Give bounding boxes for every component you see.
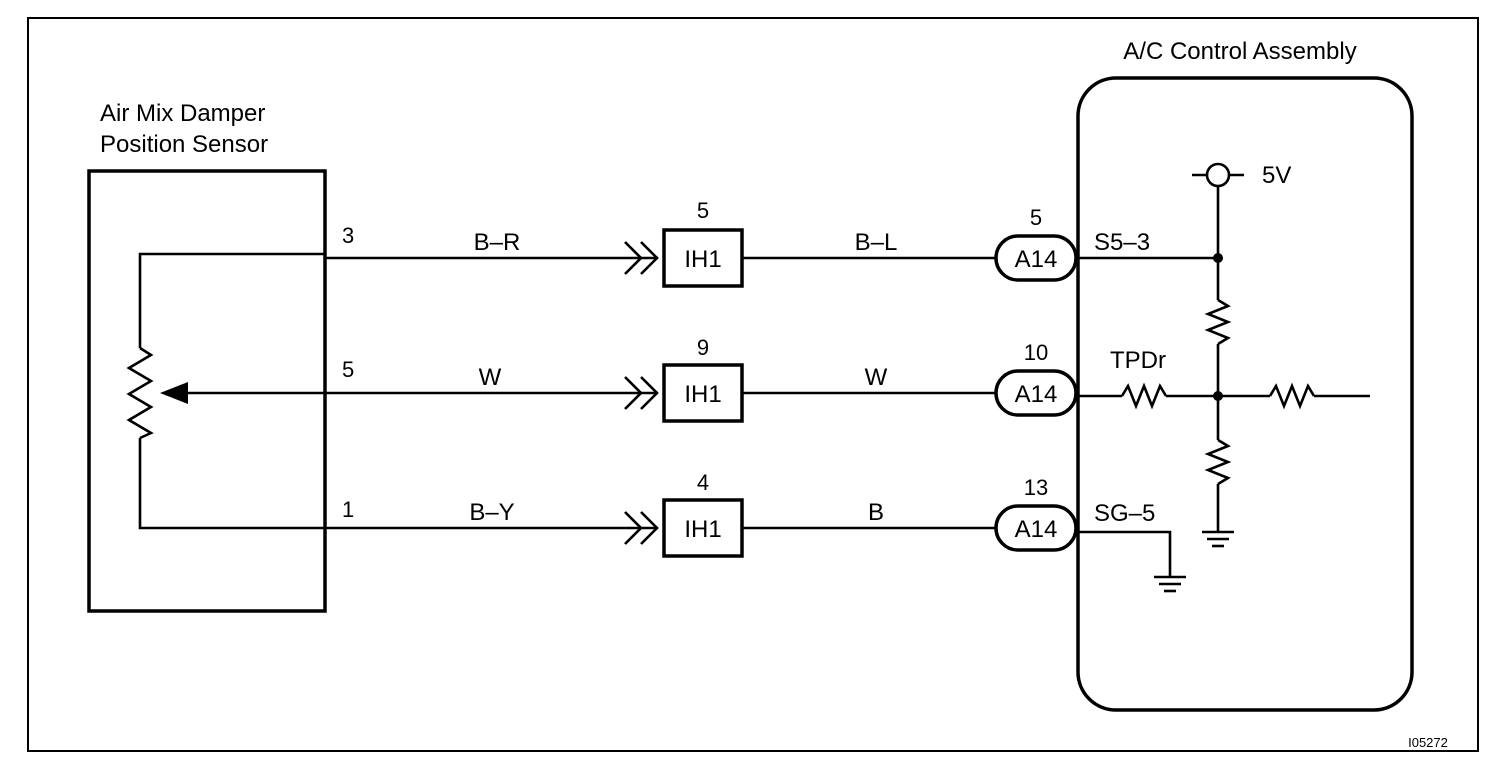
connector-arrow-icon [624,511,643,545]
sensor-pin-1: 1 [342,497,354,522]
resistor-tpdr-icon [1120,382,1168,410]
junction-label-2: IH1 [684,381,721,408]
junction-label-1: IH1 [684,246,721,273]
wire-label-b-r: B–R [474,229,521,256]
ground-icon [1202,530,1234,548]
wire-label-b: B [868,499,884,526]
resistor-pullup-icon [1204,298,1232,346]
connector-arrow-icon [624,241,643,275]
connector-arrow-icon [624,376,643,410]
terminal-sg-5: SG–5 [1094,500,1155,527]
supply-5v-icon [1192,162,1244,188]
resistor-pulldown-icon [1204,438,1232,486]
sensor-pin-3: 3 [342,223,354,248]
connector-a14-3: A14 13 [994,475,1078,552]
junction-connector-2: IH1 9 [624,335,744,423]
ground-icon [1154,575,1186,593]
junction-pin-4: 4 [697,470,709,495]
connector-label-2: A14 [1015,381,1058,408]
wire-label-w-left: W [479,364,502,391]
potentiometer-symbol [126,252,325,530]
connector-pin-10: 10 [1024,340,1048,365]
connector-label-1: A14 [1015,246,1058,273]
junction-pin-9: 9 [697,335,709,360]
diagram-frame [27,17,1479,752]
junction-connector-3: IH1 4 [624,470,744,558]
connector-a14-2: A14 10 [994,340,1078,417]
sensor-box [87,169,327,613]
assembly-title: A/C Control Assembly [1123,38,1356,65]
sensor-pin-5: 5 [342,357,354,382]
figure-code: I05272 [1408,735,1448,750]
junction-connector-1: IH1 5 [624,198,744,288]
terminal-s5-3: S5–3 [1094,229,1150,256]
sensor-title-line1: Air Mix Damper [100,100,265,127]
junction-dot [1213,253,1223,263]
wiper-arrow-icon [160,382,188,404]
wire-label-w-right: W [865,364,888,391]
junction-label-3: IH1 [684,516,721,543]
wire-label-b-y: B–Y [469,499,514,526]
connector-pin-13: 13 [1024,475,1048,500]
connector-a14-1: A14 5 [994,205,1078,282]
wire-label-b-l: B–L [855,229,898,256]
junction-dot [1213,391,1223,401]
junction-pin-5: 5 [697,198,709,223]
assembly-box [1076,76,1414,712]
terminal-tpdr: TPDr [1110,347,1166,374]
connector-label-3: A14 [1015,516,1058,543]
sensor-title-line2: Position Sensor [100,131,268,158]
resistor-output-icon [1268,382,1316,410]
connector-pin-5: 5 [1030,205,1042,230]
supply-label: 5V [1262,162,1291,189]
